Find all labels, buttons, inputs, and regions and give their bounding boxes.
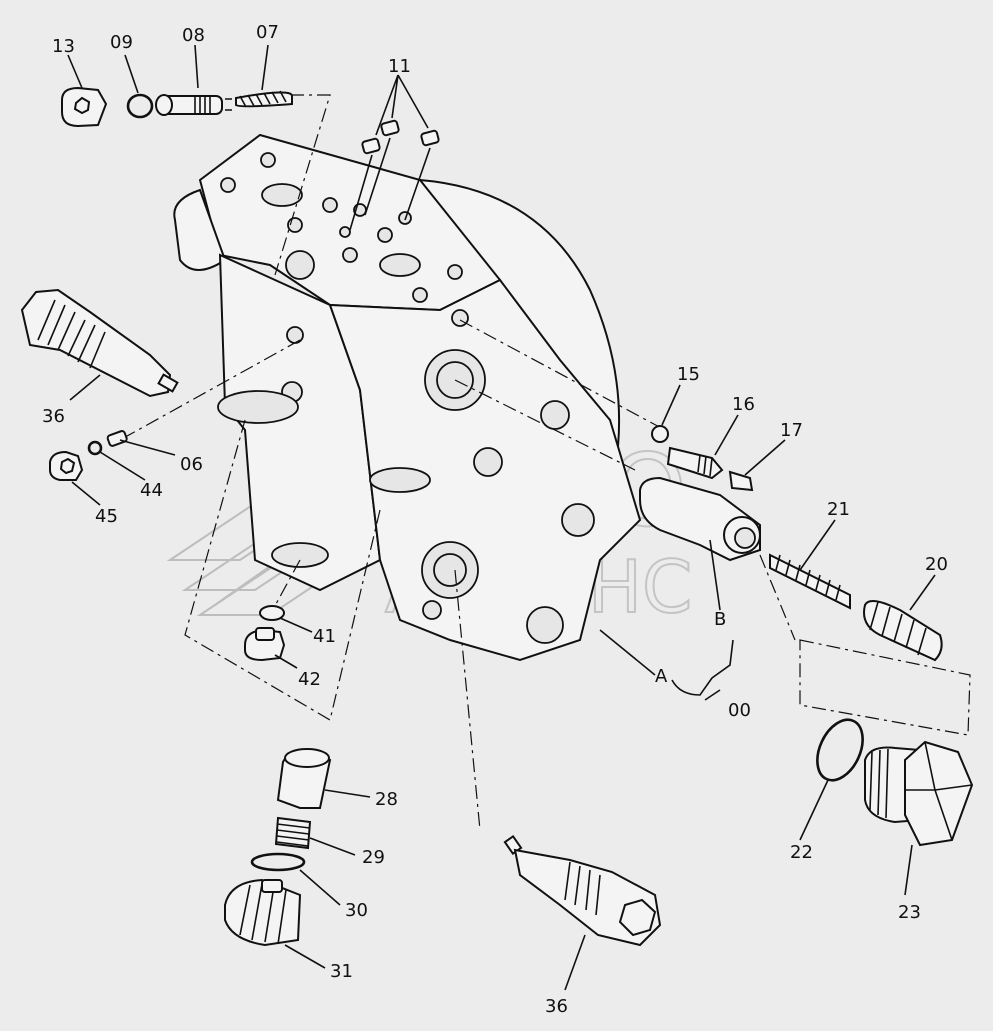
label-15: 15	[677, 364, 700, 385]
alignment-lines	[119, 94, 971, 831]
part-labels: 13 09 08 07 11 36 06 44 45 15 16 17 21 2…	[42, 22, 948, 1017]
label-08: 08	[182, 25, 205, 46]
relief-valve-36-bottom	[503, 835, 662, 947]
spool-parts-right	[639, 425, 943, 662]
label-B: B	[714, 609, 726, 630]
label-16: 16	[732, 394, 755, 415]
label-21: 21	[827, 499, 850, 520]
label-44: 44	[140, 480, 163, 501]
label-30: 30	[345, 900, 368, 921]
label-31: 31	[330, 961, 353, 982]
label-45: 45	[95, 506, 118, 527]
plug-parts-41-42	[244, 605, 286, 662]
plug-parts-left	[49, 430, 128, 481]
label-20: 20	[925, 554, 948, 575]
label-42: 42	[298, 669, 321, 690]
plug-parts-22-23	[816, 718, 974, 847]
label-29: 29	[362, 847, 385, 868]
relief-valve-36-left	[20, 288, 179, 398]
label-09: 09	[110, 32, 133, 53]
label-07: 07	[256, 22, 279, 43]
plug-screws-11	[349, 74, 440, 231]
label-17: 17	[780, 420, 803, 441]
label-13: 13	[52, 36, 75, 57]
check-parts-bottom	[224, 748, 332, 947]
label-36-bottom: 36	[545, 996, 568, 1017]
leader-lines	[67, 44, 936, 991]
label-22: 22	[790, 842, 813, 863]
label-11: 11	[388, 56, 411, 77]
label-41: 41	[313, 626, 336, 647]
label-36-left: 36	[42, 406, 65, 427]
relief-parts-top	[61, 86, 293, 128]
label-A: A	[655, 666, 668, 687]
label-06: 06	[180, 454, 203, 475]
label-28: 28	[375, 789, 398, 810]
label-00: 00	[728, 700, 751, 721]
label-23: 23	[898, 902, 921, 923]
